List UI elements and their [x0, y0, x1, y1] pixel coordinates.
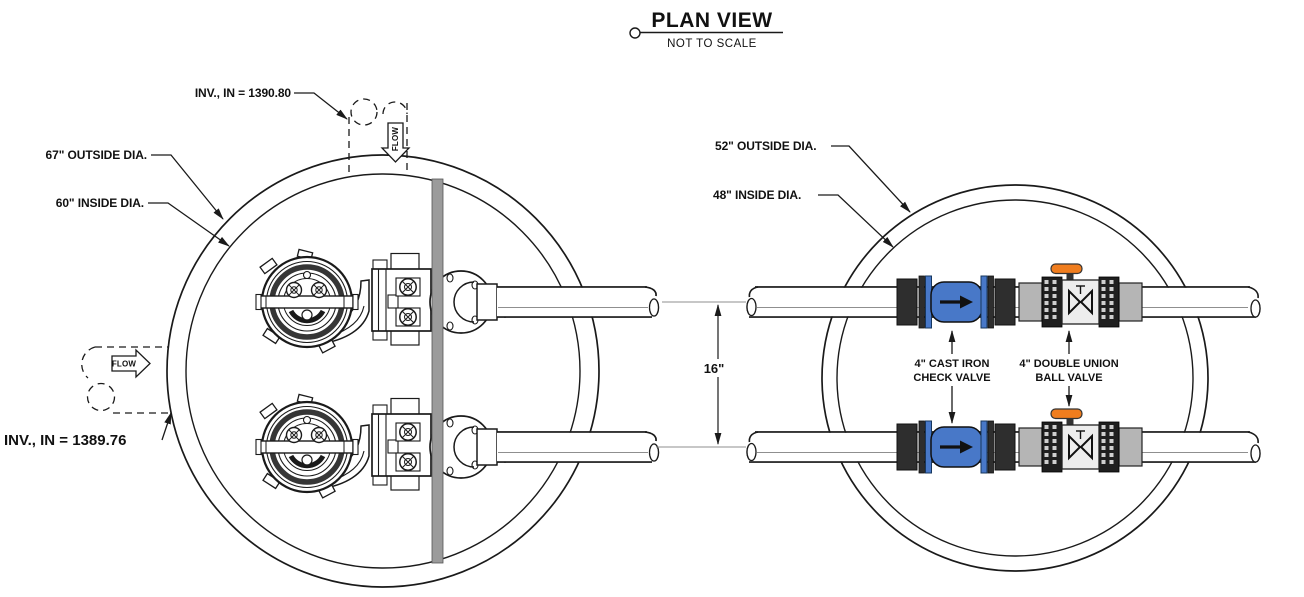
left-manhole: FLOW FLOW: [81, 98, 600, 588]
page-title: PLAN VIEW: [651, 9, 772, 32]
ball-valve-bottom: [1018, 408, 1143, 473]
pump-assembly-bottom: [256, 394, 505, 497]
inv-in-top-label: INV., IN = 1390.80: [195, 86, 292, 100]
ball-valve-top: [1018, 263, 1143, 328]
manhole-divider-wall: [431, 178, 444, 564]
check-valve-callout: 4" CAST IRON CHECK VALVE: [913, 330, 991, 424]
check-valve-bottom: [895, 419, 1017, 475]
title-subtext: NOT TO SCALE: [667, 38, 757, 50]
influent-pipe-top: [348, 98, 408, 176]
left-manhole-inner-wall: [185, 173, 581, 569]
right-manhole: [821, 184, 1209, 572]
svg-text:4" CAST IRON: 4" CAST IRON: [915, 358, 990, 370]
svg-text:4" DOUBLE UNION: 4" DOUBLE UNION: [1019, 358, 1118, 370]
svg-text:FLOW: FLOW: [112, 360, 137, 369]
title-datum-circle-icon: [629, 27, 641, 39]
outside-dia-right-label: 52" OUTSIDE DIA.: [715, 139, 816, 153]
outside-dia-left-label: 67" OUTSIDE DIA.: [46, 148, 147, 162]
inside-dia-right-label: 48" INSIDE DIA.: [713, 188, 801, 202]
svg-text:CHECK VALVE: CHECK VALVE: [913, 372, 990, 384]
check-valve-top: [895, 274, 1017, 330]
inv-in-left-label: INV., IN = 1389.76: [4, 432, 126, 449]
ball-valve-callout: 4" DOUBLE UNION BALL VALVE: [1019, 330, 1119, 407]
right-manhole-inner-wall: [836, 199, 1194, 557]
influent-pipe-left: [81, 346, 171, 414]
flow-arrow-right-icon: FLOW: [111, 348, 151, 379]
flow-arrow-down-icon: FLOW: [380, 122, 411, 163]
pipe-spacing-dimension: 16": [656, 301, 746, 448]
left-manhole-outer-wall: [166, 154, 600, 588]
right-manhole-outer-wall: [821, 184, 1209, 572]
title-block: PLAN VIEW NOT TO SCALE: [629, 9, 783, 50]
svg-text:FLOW: FLOW: [391, 127, 400, 152]
left-callouts: INV., IN = 1390.80 67" OUTSIDE DIA. 60" …: [4, 86, 348, 449]
svg-text:BALL VALVE: BALL VALVE: [1035, 372, 1102, 384]
pump-assembly-top: [256, 249, 505, 352]
pipe-spacing-value: 16": [704, 361, 725, 376]
inside-dia-left-label: 60" INSIDE DIA.: [56, 196, 144, 210]
right-callouts: 52" OUTSIDE DIA. 48" INSIDE DIA. 4" CAST…: [713, 139, 1119, 424]
